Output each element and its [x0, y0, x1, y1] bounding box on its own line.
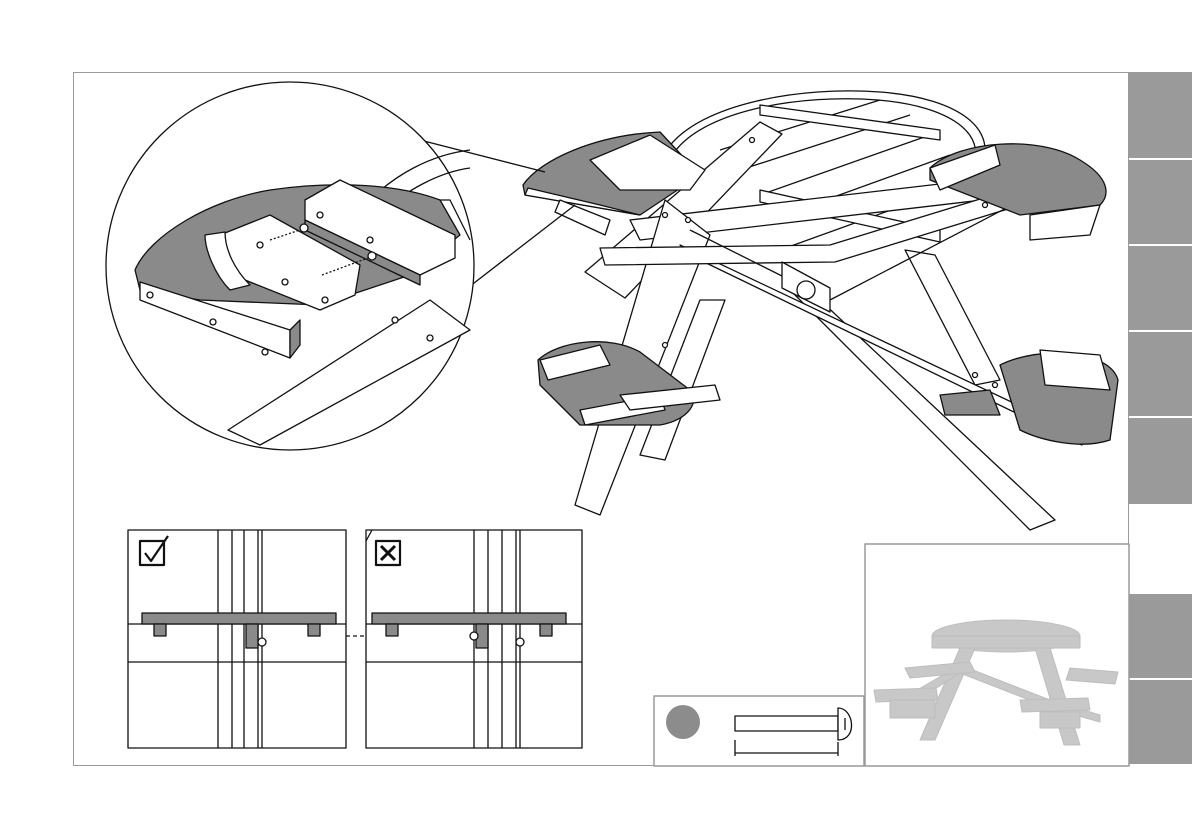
- overview-preview-box: [865, 544, 1129, 766]
- correct-alignment-panel: [128, 530, 346, 748]
- detail-zoom-circle: [106, 82, 474, 450]
- table-assembly: [523, 91, 1118, 530]
- incorrect-alignment-panel: [366, 530, 582, 748]
- detail-leader-bottom: [465, 205, 575, 290]
- check-box-icon: [140, 536, 168, 565]
- hardware-marker-dot: [666, 705, 700, 739]
- cross-box-icon: [376, 541, 400, 565]
- hardware-box: [654, 696, 864, 766]
